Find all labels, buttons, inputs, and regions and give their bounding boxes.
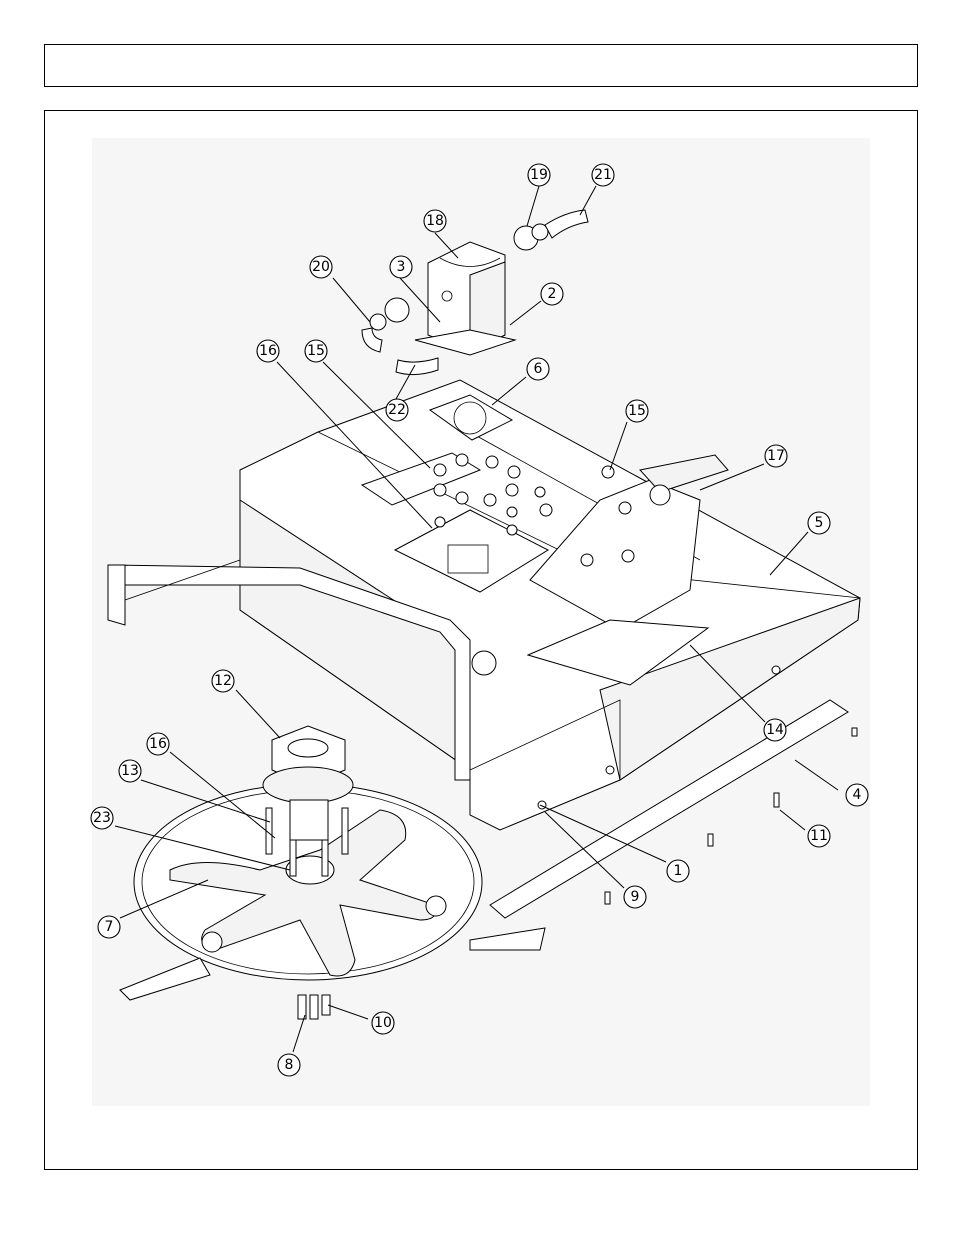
svg-text:4: 4 bbox=[853, 787, 862, 803]
callout-18: 18 bbox=[424, 210, 446, 232]
svg-text:6: 6 bbox=[534, 361, 543, 377]
callout-20: 20 bbox=[310, 256, 332, 278]
callout-7: 7 bbox=[98, 916, 120, 938]
svg-text:23: 23 bbox=[93, 810, 111, 826]
svg-text:21: 21 bbox=[594, 167, 612, 183]
callout-8: 8 bbox=[278, 1054, 300, 1076]
svg-text:8: 8 bbox=[285, 1057, 294, 1073]
svg-text:18: 18 bbox=[426, 213, 444, 229]
svg-text:20: 20 bbox=[312, 259, 330, 275]
callout-15-right: 15 bbox=[626, 400, 648, 422]
svg-text:1: 1 bbox=[674, 863, 683, 879]
callout-6: 6 bbox=[527, 358, 549, 380]
svg-text:16: 16 bbox=[149, 736, 167, 752]
callout-16-bottom: 16 bbox=[147, 733, 169, 755]
svg-text:3: 3 bbox=[397, 259, 406, 275]
callout-1: 1 bbox=[667, 860, 689, 882]
svg-text:14: 14 bbox=[766, 722, 784, 738]
svg-text:22: 22 bbox=[388, 402, 406, 418]
svg-text:15: 15 bbox=[307, 343, 325, 359]
svg-text:16: 16 bbox=[259, 343, 277, 359]
callout-14: 14 bbox=[764, 719, 786, 741]
callout-9: 9 bbox=[624, 886, 646, 908]
callout-16-top: 16 bbox=[257, 340, 279, 362]
callout-19: 19 bbox=[528, 164, 550, 186]
svg-text:10: 10 bbox=[374, 1015, 392, 1031]
callout-13: 13 bbox=[119, 760, 141, 782]
callout-17: 17 bbox=[765, 445, 787, 467]
svg-text:17: 17 bbox=[767, 448, 785, 464]
callout-15-left: 15 bbox=[305, 340, 327, 362]
svg-text:13: 13 bbox=[121, 763, 139, 779]
callout-10: 10 bbox=[372, 1012, 394, 1034]
callout-23: 23 bbox=[91, 807, 113, 829]
callout-4: 4 bbox=[846, 784, 868, 806]
svg-text:2: 2 bbox=[548, 286, 557, 302]
svg-text:15: 15 bbox=[628, 403, 646, 419]
svg-text:19: 19 bbox=[530, 167, 548, 183]
callout-5: 5 bbox=[808, 512, 830, 534]
callout-3: 3 bbox=[390, 256, 412, 278]
svg-text:11: 11 bbox=[810, 828, 828, 844]
callout-11: 11 bbox=[808, 825, 830, 847]
callout-12: 12 bbox=[212, 670, 234, 692]
callout-22: 22 bbox=[386, 399, 408, 421]
callout-21: 21 bbox=[592, 164, 614, 186]
svg-text:12: 12 bbox=[214, 673, 232, 689]
svg-text:7: 7 bbox=[105, 919, 114, 935]
callout-2: 2 bbox=[541, 283, 563, 305]
svg-text:5: 5 bbox=[815, 515, 824, 531]
svg-text:9: 9 bbox=[631, 889, 640, 905]
